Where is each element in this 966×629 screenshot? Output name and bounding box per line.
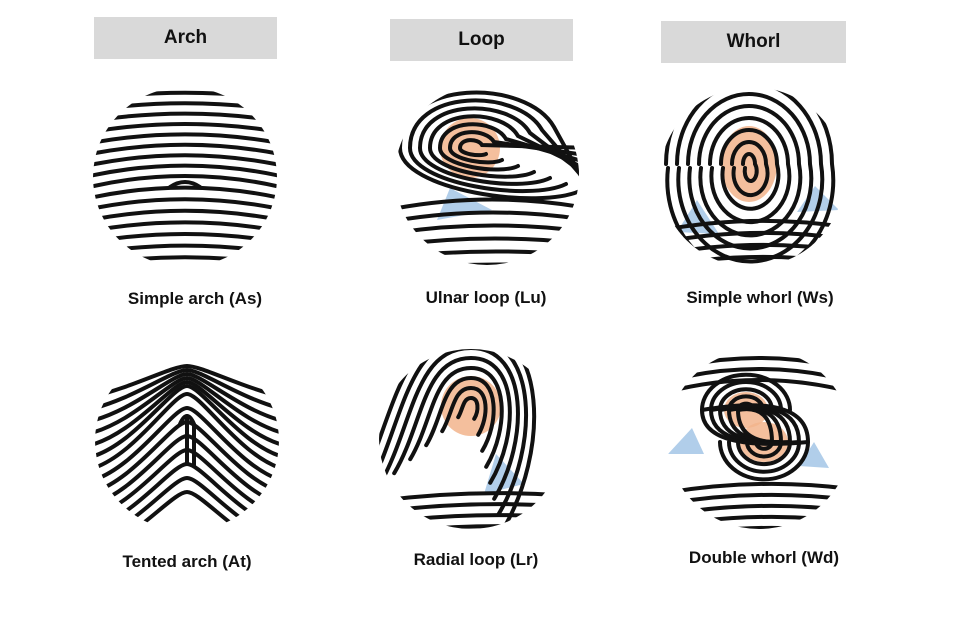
ridge-line <box>427 114 579 179</box>
ridge-line <box>667 514 851 529</box>
ridge-line <box>660 230 844 246</box>
ridge-line <box>457 138 579 158</box>
ridge-line <box>93 111 277 124</box>
ridge-line <box>95 475 279 531</box>
ridge-line <box>95 489 279 531</box>
ridge-line <box>424 375 496 453</box>
caption-tented-arch: Tented arch (At) <box>122 552 252 571</box>
ridge-line <box>95 379 279 448</box>
column-header-arch: Arch <box>94 17 277 59</box>
fingerprint-simple-whorl <box>657 82 847 272</box>
ridge-line <box>93 132 277 146</box>
ridge-line <box>168 180 202 189</box>
ridge-line <box>392 355 512 485</box>
ridge-line <box>93 220 277 234</box>
ridge-line <box>93 90 277 102</box>
fingerprint-ulnar-loop <box>392 80 582 270</box>
ridge-line <box>93 174 277 190</box>
delta-highlight <box>799 442 829 468</box>
caption-radial-loop: Radial loop (Lr) <box>413 550 539 569</box>
ridge-line <box>95 367 279 412</box>
ridge-line <box>667 378 851 396</box>
ridge-line <box>93 197 277 212</box>
ridge-line <box>395 249 579 260</box>
ridge-line <box>730 140 770 198</box>
column-header-whorl: Whorl <box>661 21 846 63</box>
ridge-line <box>667 503 851 518</box>
ridge-line <box>395 236 579 248</box>
ridge-line <box>417 106 579 186</box>
ridge-line <box>667 481 851 496</box>
ridge-line <box>93 142 277 157</box>
column-header-loop: Loop <box>390 19 573 61</box>
ridge-line <box>379 349 537 529</box>
ridge-line <box>379 349 528 517</box>
ridge-line <box>95 371 279 424</box>
ridge-line <box>379 513 563 526</box>
caption-simple-whorl: Simple whorl (Ws) <box>686 288 834 307</box>
ridge-line <box>437 122 579 172</box>
ridge-line <box>699 372 810 446</box>
ridge-line <box>440 385 488 437</box>
ridge-line <box>726 394 783 445</box>
ridge-line <box>95 383 279 460</box>
ridge-line <box>93 243 277 256</box>
ridge-line <box>379 349 520 501</box>
ridge-line <box>93 255 277 267</box>
ridge-line <box>741 152 759 183</box>
ridge-line <box>93 153 277 168</box>
delta-highlight <box>668 428 704 454</box>
ridge-line <box>660 218 844 234</box>
ridge-line <box>95 363 279 400</box>
ridge-line <box>93 101 277 113</box>
ridge-line <box>667 492 851 507</box>
ridge-line <box>95 375 279 436</box>
ridge-line <box>379 502 563 515</box>
ridge-line <box>447 130 579 165</box>
ridge-line <box>93 232 277 245</box>
fingerprint-simple-arch <box>90 82 280 272</box>
ridge-line <box>717 387 792 445</box>
ridge-line <box>178 414 196 468</box>
caption-double-whorl: Double whorl (Wd) <box>688 548 840 567</box>
ridge-line <box>395 262 579 265</box>
ridge-line <box>95 405 279 484</box>
ridge-line <box>660 242 844 258</box>
ridge-line <box>407 98 579 194</box>
ridge-line <box>708 380 801 446</box>
ridge-line <box>700 403 811 482</box>
ridge-line <box>379 524 563 529</box>
ridge-line <box>379 491 563 504</box>
ridge-line <box>93 163 277 179</box>
ridge-line <box>456 395 480 421</box>
caption-ulnar-loop: Ulnar loop (Lu) <box>425 288 547 307</box>
fingerprint-radial-loop <box>376 344 566 534</box>
ridge-line <box>667 525 851 529</box>
ridge-line <box>93 185 277 201</box>
ridge-line <box>718 405 793 467</box>
fingerprint-double-whorl <box>664 344 854 534</box>
ridge-line <box>95 461 279 531</box>
ridge-line <box>93 208 277 223</box>
ridge-line <box>709 404 802 474</box>
ridge-line <box>395 210 579 224</box>
ridge-line <box>395 223 579 236</box>
ridge-line <box>708 116 792 225</box>
ridge-line <box>408 365 504 469</box>
caption-simple-arch: Simple arch (As) <box>127 289 263 308</box>
ridge-line <box>93 122 277 135</box>
ridge-line <box>397 90 579 201</box>
ridge-line <box>95 391 279 472</box>
ridge-line <box>395 197 579 212</box>
fingerprint-tented-arch <box>92 346 282 536</box>
ridge-line <box>719 128 781 211</box>
